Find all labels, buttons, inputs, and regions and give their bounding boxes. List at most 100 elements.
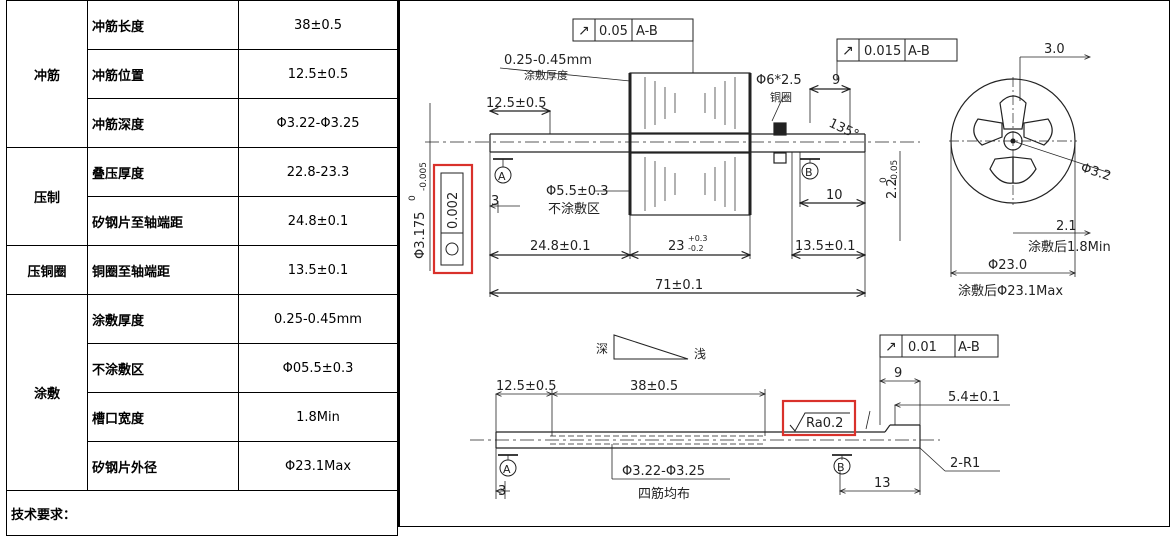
spec-value: Φ3.22-Φ3.25: [238, 98, 398, 148]
lamination-stack: [629, 72, 751, 134]
dim-3-0: 3.0: [1044, 42, 1065, 57]
spec-group-name: 冲筋: [6, 0, 88, 148]
roughness-highlight: [781, 399, 857, 437]
drawing-annotation: ↗: [842, 43, 854, 59]
coating-thickness-label: 涂敷厚度: [524, 68, 568, 82]
spec-value: Φ05.5±0.3: [238, 343, 398, 393]
copper-ring-dim: Φ6*2.5: [756, 73, 802, 88]
spec-value: Φ23.1Max: [238, 441, 398, 491]
depth-shallow-label: 浅: [694, 347, 706, 361]
spec-item: 铜圈至轴端距: [87, 245, 239, 295]
spec-value: 1.8Min: [238, 392, 398, 442]
dim-12-5-bottom: 12.5±0.5: [496, 379, 557, 394]
spec-value: 13.5±0.1: [238, 245, 398, 295]
fcf1-datum: A-B: [636, 24, 658, 39]
dim-3-top: 3: [491, 194, 499, 209]
dia-2-2-dim: 2.2: [885, 178, 900, 199]
coated-od: 涂敷后Φ23.1Max: [958, 283, 1063, 299]
spec-value: 0.25-0.45mm: [238, 294, 398, 344]
spec-item: 矽钢片外径: [87, 441, 239, 491]
angle-135: 135°: [826, 116, 861, 143]
spec-item: 冲筋长度: [87, 0, 239, 50]
drawing-annotation: +0.3: [688, 234, 707, 243]
spec-item: 冲筋位置: [87, 49, 239, 99]
fcf2-tolerance: 0.015: [864, 44, 901, 59]
spec-item: 槽口宽度: [87, 392, 239, 442]
pos-12-5-dim: 12.5±0.5: [486, 96, 547, 111]
drawing-annotation: -0.05: [890, 160, 900, 183]
dim-13-5: 13.5±0.1: [795, 239, 856, 254]
dim-23: 23: [668, 239, 685, 254]
rib-diameter: Φ3.22-Φ3.25: [622, 464, 705, 479]
datum-a-bottom: A: [503, 463, 511, 476]
fcf3-tolerance: 0.01: [908, 340, 937, 355]
spec-value: 38±0.5: [238, 0, 398, 50]
requirements-label: 技术要求：: [6, 490, 398, 536]
lamination-end-view: [949, 57, 1111, 277]
spec-item: 矽钢片至轴端距: [87, 196, 239, 246]
coated-slot-width: 涂敷后1.8Min: [1028, 239, 1111, 255]
spec-value: 12.5±0.5: [238, 49, 398, 99]
radius-2-r1: 2-R1: [950, 456, 980, 471]
drawing-annotation: 0: [408, 195, 418, 201]
fcf2-datum: A-B: [908, 44, 930, 59]
technical-drawing: ↗ 0.05 A-B 0.25-0.45mm 涂敷厚度 12.5±0.5 ↗ 0…: [398, 0, 1170, 527]
spec-item: 不涂敷区: [87, 343, 239, 393]
dim-24-8: 24.8±0.1: [530, 239, 591, 254]
lamination-end-view-labels: 3.0 Φ3.2 2.1 涂敷后1.8Min Φ23.0 涂敷后Φ23.1Max: [958, 42, 1113, 299]
spec-group-name: 涂敷: [6, 294, 88, 491]
spec-value: 24.8±0.1: [238, 196, 398, 246]
dia-23: Φ23.0: [988, 258, 1027, 273]
drawing-annotation: 0: [879, 177, 889, 183]
dim-38: 38±0.5: [630, 379, 678, 394]
rotor-top-view: [425, 41, 920, 297]
copper-ring-label: 铜圈: [770, 90, 792, 104]
uncoated-dia-dim: Φ5.5±0.3: [546, 184, 608, 199]
copper-ring: [773, 122, 787, 136]
shaft-diameter-dim: Φ3.175: [413, 212, 428, 259]
dim-13: 13: [874, 476, 891, 491]
cylindricity-tolerance: 0.002: [446, 192, 461, 229]
shaft-bottom-view-labels: 深 浅 ↗ 0.01 A-B 12.5±0.5 38±0.5 9 5.4±0.1…: [496, 334, 1000, 502]
cylindricity-highlight: [432, 163, 474, 275]
spec-item: 冲筋深度: [87, 98, 239, 148]
fcf1-tolerance: 0.05: [599, 24, 628, 39]
dim-9: 9: [832, 73, 840, 88]
datum-b-bottom: B: [837, 461, 845, 474]
dim-71: 71±0.1: [655, 278, 703, 293]
dim-2-1: 2.1: [1056, 219, 1077, 234]
runout-symbol: ↗: [578, 23, 590, 39]
datum-a-top: A: [498, 170, 506, 183]
dim-5-4: 5.4±0.1: [948, 390, 1000, 405]
spec-item: 叠压厚度: [87, 147, 239, 197]
shaft-bottom-view: [470, 334, 1010, 499]
spec-item: 涂敷厚度: [87, 294, 239, 344]
rib-label: 四筋均布: [638, 486, 690, 502]
depth-deep-label: 深: [596, 342, 608, 356]
drawing-svg: ↗ 0.05 A-B 0.25-0.45mm 涂敷厚度 12.5±0.5 ↗ 0…: [408, 18, 1113, 502]
dia-3-2: Φ3.2: [1079, 161, 1113, 185]
spec-value: 22.8-23.3: [238, 147, 398, 197]
drawing-annotation: -0.005: [419, 162, 429, 191]
datum-b-top: B: [805, 166, 813, 179]
spec-group-name: 压铜圈: [6, 245, 88, 295]
spec-group-name: 压制: [6, 147, 88, 246]
drawing-annotation: ↗: [885, 339, 897, 355]
dim-10: 10: [826, 188, 843, 203]
fcf3-datum: A-B: [958, 340, 980, 355]
dim-9-bottom: 9: [894, 366, 902, 381]
drawing-annotation: -0.2: [688, 244, 704, 253]
requirements-row: 技术要求：: [6, 490, 398, 536]
